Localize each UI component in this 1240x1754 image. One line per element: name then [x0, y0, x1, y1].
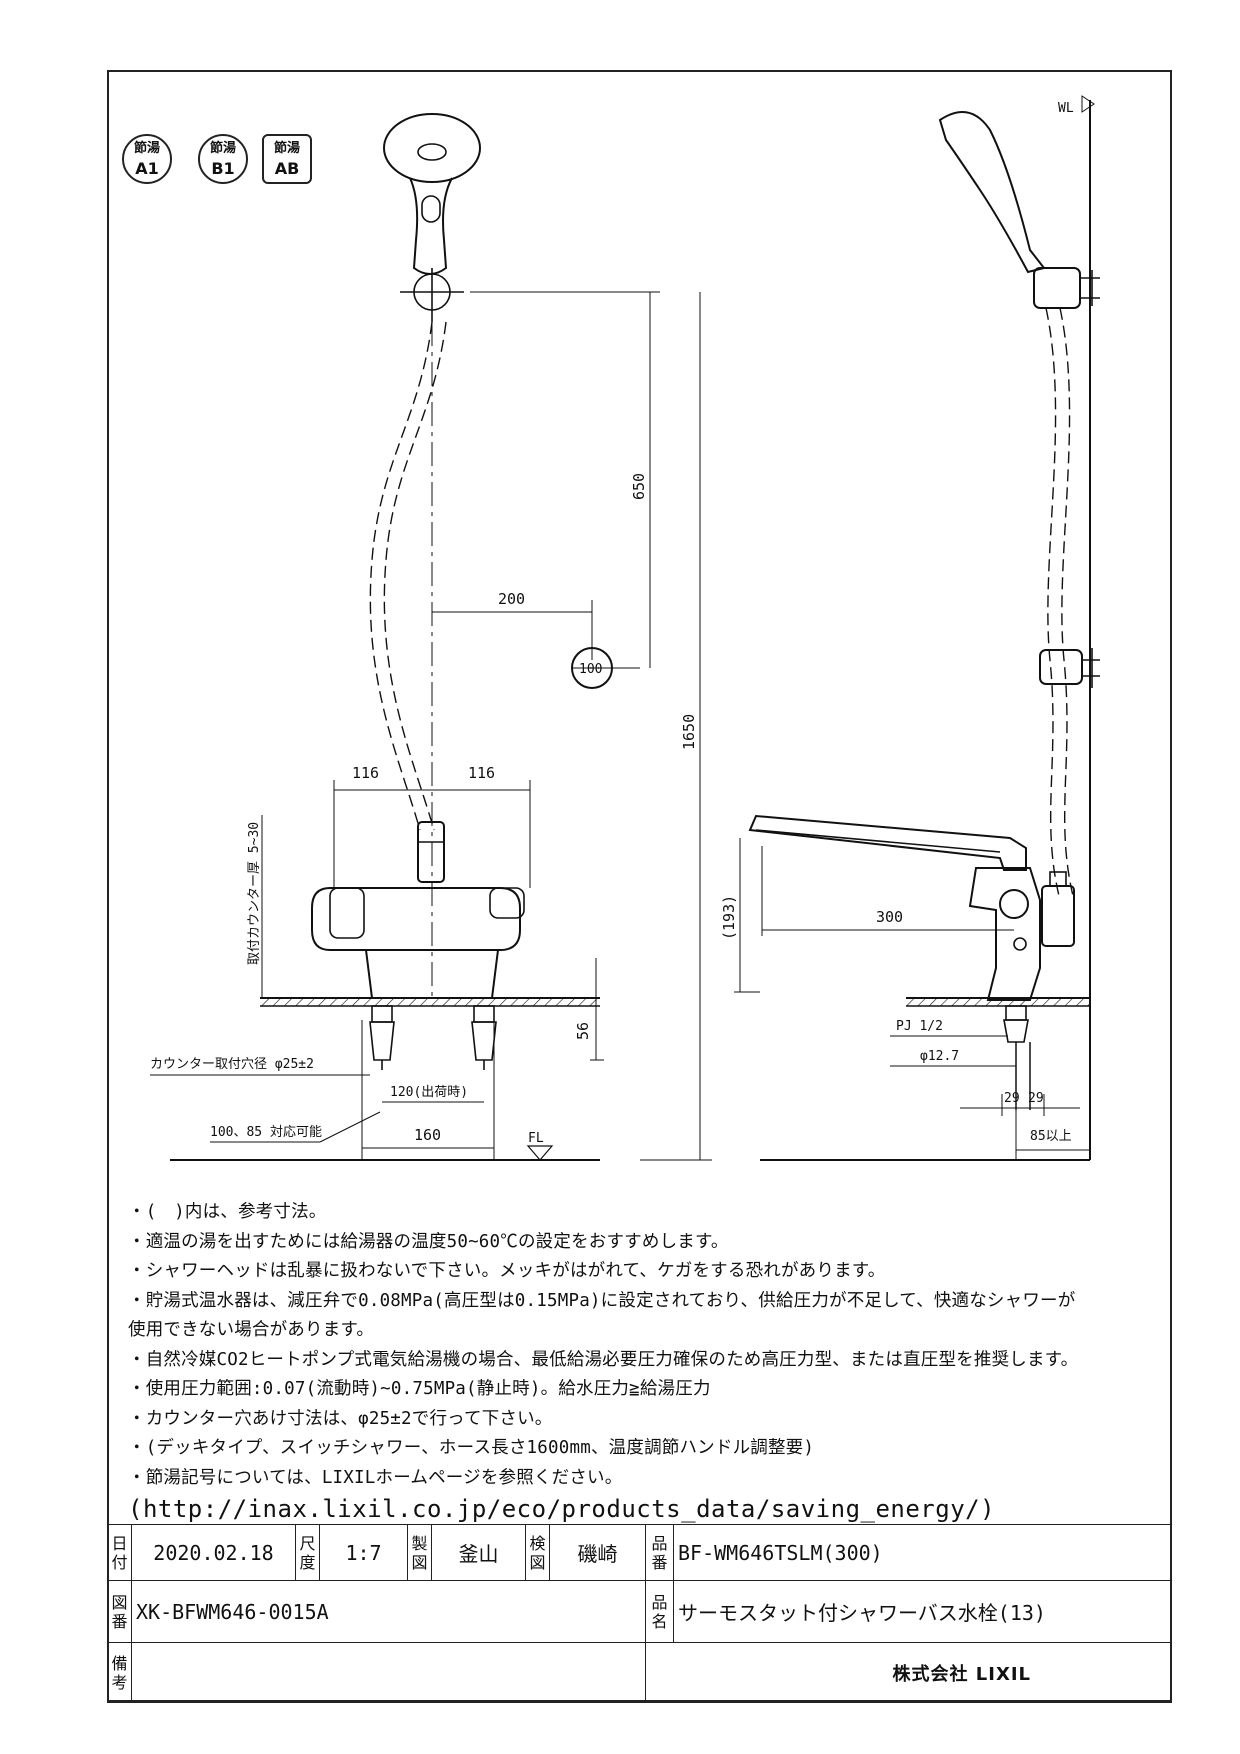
holder-mark: 100 [579, 662, 602, 677]
badge-code: A1 [135, 159, 159, 178]
notes-block: ・( )内は、参考寸法。 ・適温の湯を出すためには給湯器の温度50~60℃の設定… [128, 1198, 1158, 1525]
technical-drawing: 116 116 取付カウンター厚 5~30 56 カウンター取付穴径 φ25±2… [150, 95, 1100, 1161]
badge-label: 節湯 [133, 141, 160, 156]
badge-code: B1 [211, 159, 235, 178]
checked-label: 検図 [525, 1524, 550, 1581]
badge-label: 節湯 [273, 141, 300, 156]
remarks-value [131, 1642, 646, 1703]
product-name: サーモスタット付シャワーバス水栓(13) [673, 1580, 1172, 1643]
reference-url: (http://inax.lixil.co.jp/eco/products_da… [128, 1495, 996, 1523]
checked-by: 磯崎 [549, 1524, 646, 1581]
note-line: ・貯湯式温水器は、減圧弁で0.08MPa(高圧型は0.15MPa)に設定されてお… [128, 1290, 1076, 1311]
title-block: 日付 2020.02.18 尺度 1:7 製図 釜山 検図 磯崎 品番 BF-W… [107, 1524, 1172, 1703]
dim-hose-650: 650 [630, 473, 648, 500]
dim-pipe-29b: 29 [1028, 1091, 1044, 1106]
note-line: ・使用圧力範囲:0.07(流動時)~0.75MPa(静止時)。給水圧力≧給湯圧力 [128, 1379, 711, 1399]
saving-badge-a1: 節湯 A1 [122, 134, 172, 184]
note-line: ・適温の湯を出すためには給湯器の温度50~60℃の設定をおすすめします。 [128, 1231, 729, 1252]
dim-left-116: 116 [352, 764, 379, 782]
product-name-label: 品名 [645, 1580, 674, 1643]
note-line: 使用できない場合があります。 [128, 1320, 375, 1340]
badge-code: AB [274, 159, 300, 178]
note-line: ・自然冷媒CO2ヒートポンプ式電気給湯機の場合、最低給湯必要圧力確保のため高圧力… [128, 1349, 1079, 1370]
note-line: ・カウンター穴あけ寸法は、φ25±2で行って下さい。 [128, 1408, 553, 1429]
badge-label: 節湯 [209, 141, 236, 156]
product-no: BF-WM646TSLM(300) [673, 1524, 1172, 1581]
scale-label: 尺度 [295, 1524, 320, 1581]
dim-counter-thickness: 取付カウンター厚 5~30 [247, 822, 262, 965]
dim-width-160: 160 [414, 1126, 441, 1144]
saving-badge-b1: 節湯 B1 [198, 134, 248, 184]
dim-compat: 100、85 対応可能 [210, 1125, 322, 1140]
drawn-by: 釜山 [431, 1524, 526, 1581]
drawn-label: 製図 [407, 1524, 432, 1581]
dim-depth-56: 56 [574, 1022, 592, 1040]
dim-pipe-dia: φ12.7 [920, 1049, 959, 1064]
label-fl: FL [528, 1131, 544, 1146]
product-no-label: 品番 [645, 1524, 674, 1581]
dim-pitch-120: 120(出荷時) [390, 1085, 468, 1100]
remarks-label: 備考 [107, 1642, 132, 1703]
dim-total-1650: 1650 [680, 714, 698, 750]
note-line: ・( )内は、参考寸法。 [128, 1202, 327, 1222]
note-line: ・(デッキタイプ、スイッチシャワー、ホース長さ1600mm、温度調節ハンドル調整… [128, 1438, 815, 1458]
dim-right-116: 116 [468, 764, 495, 782]
date-label: 日付 [107, 1524, 132, 1581]
date-value: 2020.02.18 [131, 1524, 296, 1581]
dim-hole-dia: カウンター取付穴径 φ25±2 [150, 1057, 314, 1072]
front-view: 116 116 取付カウンター厚 5~30 56 カウンター取付穴径 φ25±2… [150, 113, 712, 1161]
label-wl: WL [1058, 101, 1074, 116]
note-line: ・節湯記号については、LIXILホームページを参照ください。 [128, 1467, 623, 1488]
drawing-no-label: 図番 [107, 1580, 132, 1643]
dim-offset-200: 200 [498, 590, 525, 608]
scale-value: 1:7 [319, 1524, 408, 1581]
dim-pipe-29a: 29 [1004, 1091, 1020, 1106]
side-view: WL (193) [720, 95, 1100, 1161]
dim-spout-height: (193) [720, 895, 738, 940]
dim-min-85: 85以上 [1030, 1129, 1072, 1144]
saving-badge-ab: 節湯 AB [262, 134, 312, 184]
drawing-no: XK-BFWM646-0015A [131, 1580, 646, 1643]
company-name: 株式会社 LIXIL [645, 1642, 1172, 1703]
note-line: ・シャワーヘッドは乱暴に扱わないで下さい。メッキがはがれて、ケガをする恐れがあり… [128, 1261, 886, 1281]
dim-spout-reach: 300 [876, 908, 903, 926]
dim-pj: PJ 1/2 [896, 1019, 943, 1034]
